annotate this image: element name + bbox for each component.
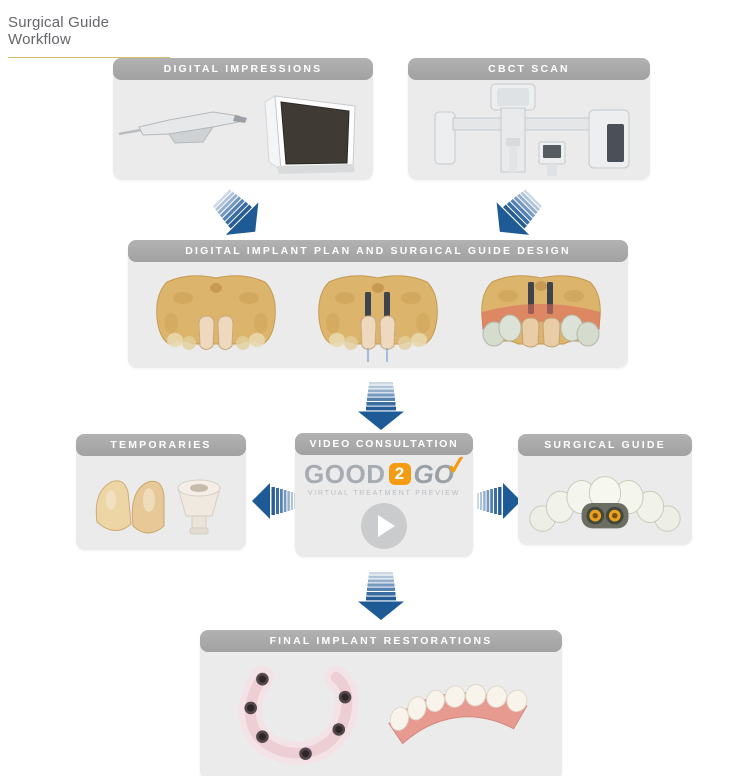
- logo-word-good: GOOD: [304, 459, 386, 489]
- logo-word-go: GO ✓: [413, 448, 470, 489]
- step-video-consultation: VIDEO CONSULTATION GOOD 2 GO ✓ VIRTUAL T…: [295, 433, 473, 557]
- final-restorations-image: [200, 652, 562, 776]
- step-implant-plan: DIGITAL IMPLANT PLAN AND SURGICAL GUIDE …: [128, 240, 628, 368]
- logo-tagline: VIRTUAL TREATMENT PREVIEW: [307, 490, 461, 497]
- surgical-guide-image: [518, 456, 692, 545]
- step-digital-impressions-label: DIGITAL IMPRESSIONS: [113, 58, 373, 80]
- step-final-restorations: FINAL IMPLANT RESTORATIONS: [200, 630, 562, 776]
- step-cbct-scan: CBCT SCAN: [408, 58, 650, 180]
- arrow-left-icon: [252, 480, 296, 527]
- step-temporaries: TEMPORARIES: [76, 434, 246, 550]
- play-icon: [378, 515, 395, 537]
- step-final-restorations-label: FINAL IMPLANT RESTORATIONS: [200, 630, 562, 652]
- play-button[interactable]: [361, 503, 407, 549]
- page-title-block: Surgical Guide Workflow: [8, 14, 170, 58]
- jaw-scan-crowns-icon: [155, 274, 276, 350]
- arrow-down-left-icon: [479, 180, 552, 253]
- step-surgical-guide-label: SURGICAL GUIDE: [518, 434, 692, 456]
- step-implant-plan-label: DIGITAL IMPLANT PLAN AND SURGICAL GUIDE …: [128, 240, 628, 262]
- intraoral-scanner-monitor-icon: [118, 95, 356, 174]
- temporary-crowns-icon: [95, 479, 221, 535]
- step-temporaries-label: TEMPORARIES: [76, 434, 246, 456]
- checkmark-icon: ✓: [444, 448, 470, 482]
- arrow-right-icon: [477, 480, 521, 527]
- cbct-scan-image: [408, 80, 650, 180]
- final-restorations-icon: [238, 665, 528, 765]
- jaw-scan-guide-icon: [480, 274, 601, 347]
- step-cbct-scan-label: CBCT SCAN: [408, 58, 650, 80]
- implant-plan-images: [128, 262, 628, 368]
- good2go-logo: GOOD 2 GO ✓: [304, 448, 470, 489]
- logo-badge-2: 2: [388, 463, 411, 485]
- arrow-down-icon: [356, 572, 406, 625]
- cbct-machine-icon: [434, 83, 630, 176]
- arrow-down-right-icon: [204, 180, 277, 253]
- digital-impressions-image: [113, 80, 373, 180]
- step-digital-impressions: DIGITAL IMPRESSIONS: [113, 58, 373, 180]
- video-consultation-content: GOOD 2 GO ✓ VIRTUAL TREATMENT PREVIEW: [295, 448, 473, 557]
- surgical-guide-icon: [529, 475, 681, 532]
- jaw-scan-implants-icon: [318, 274, 438, 362]
- step-video-consultation-label: VIDEO CONSULTATION: [295, 433, 473, 455]
- step-surgical-guide: SURGICAL GUIDE: [518, 434, 692, 545]
- temporaries-image: [76, 456, 246, 550]
- arrow-down-icon: [356, 382, 406, 435]
- page-title: Surgical Guide Workflow: [8, 14, 110, 48]
